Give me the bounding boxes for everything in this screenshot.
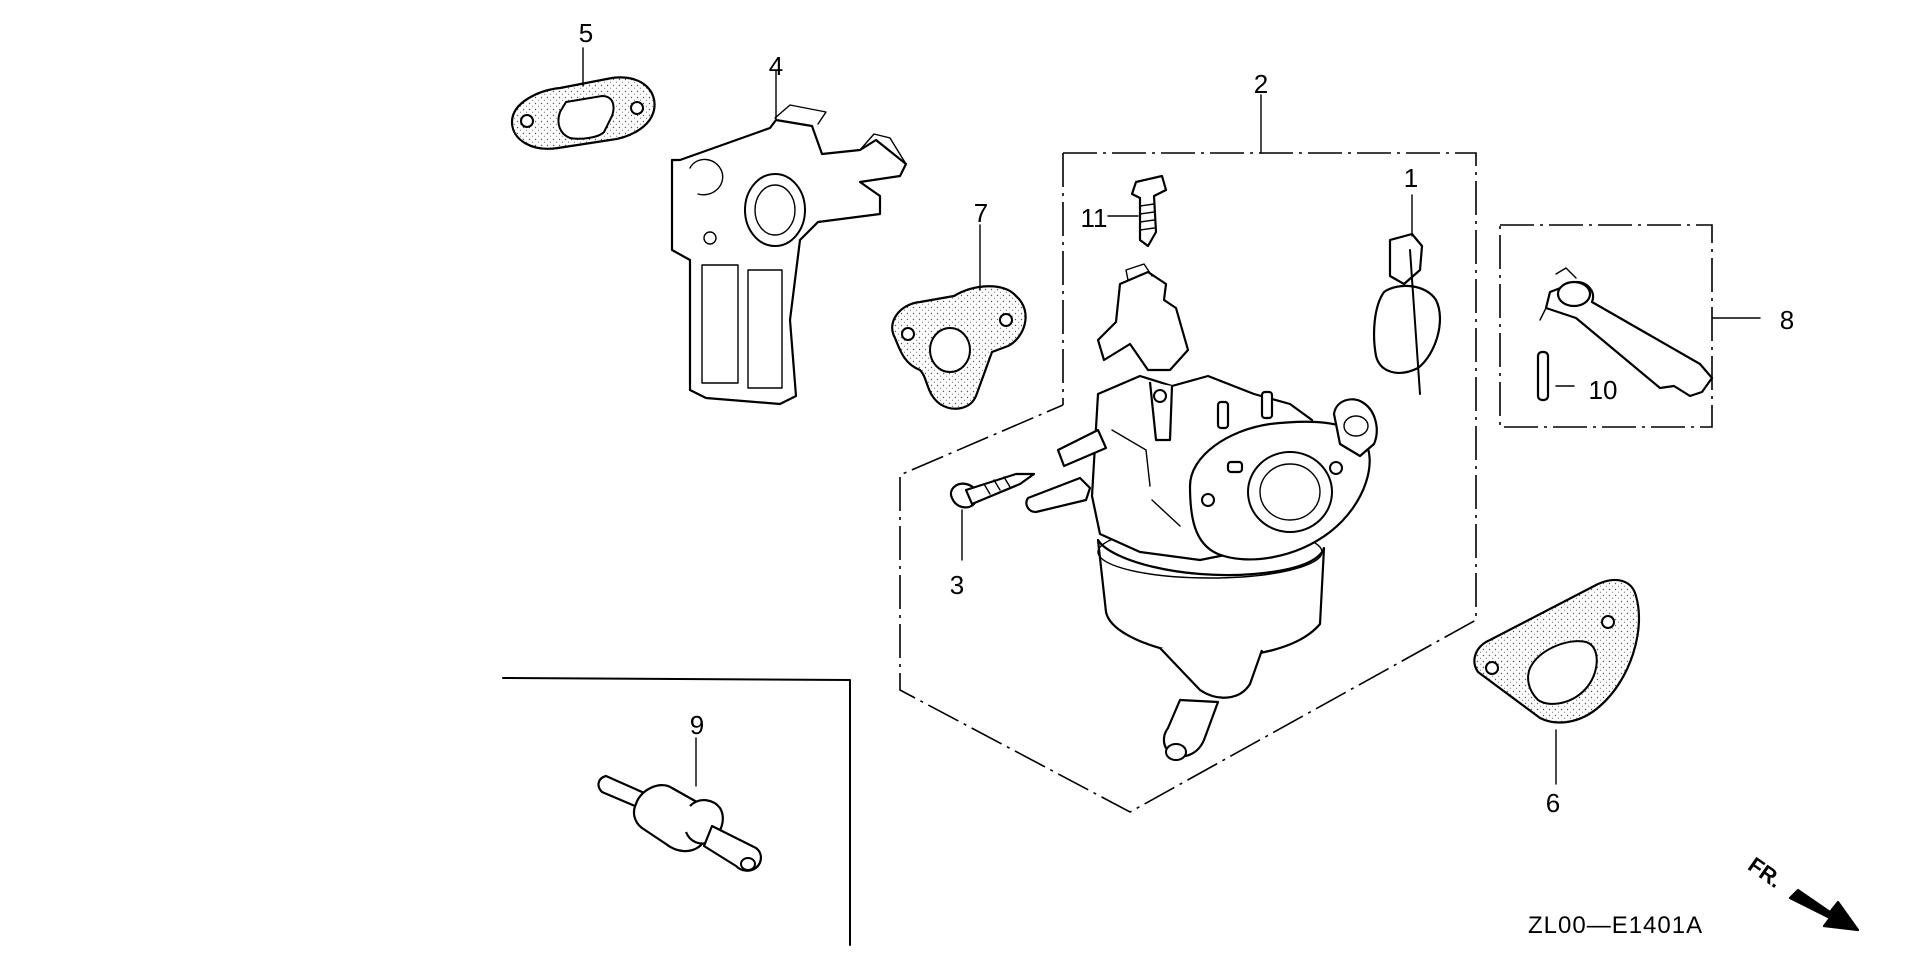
callout-11: 11 <box>1080 203 1108 233</box>
part-10-pin <box>1536 350 1575 402</box>
part-3-screw <box>949 472 1036 561</box>
callout-9: 9 <box>689 710 705 740</box>
callout-10: 10 <box>1588 375 1618 405</box>
callout-3: 3 <box>949 570 965 600</box>
callout-5: 5 <box>578 18 594 48</box>
callout-6: 6 <box>1545 788 1561 818</box>
fuel-filter-section-divider <box>502 677 851 946</box>
callout-2: 2 <box>1253 69 1269 99</box>
arrow-down-right-icon <box>1788 888 1860 932</box>
drawing-code: ZL00—E1401A <box>1528 912 1704 939</box>
part-4-insulator <box>670 69 908 406</box>
part-7-gasket <box>891 224 1027 410</box>
callout-7: 7 <box>973 198 989 228</box>
carburetor-assembly-group-box <box>899 94 1477 813</box>
callout-4: 4 <box>768 51 784 81</box>
part-5-gasket <box>510 47 656 150</box>
part-2-carburetor <box>1025 263 1378 761</box>
part-9-fuel-filter <box>597 737 762 872</box>
choke-lever-group-box <box>1499 224 1761 428</box>
callout-1: 1 <box>1403 163 1419 193</box>
part-1-choke-valve <box>1372 194 1441 395</box>
part-8-choke-lever <box>1539 267 1714 398</box>
part-6-gasket <box>1473 578 1640 785</box>
part-11-screw <box>1107 174 1168 248</box>
callout-8: 8 <box>1779 305 1795 335</box>
